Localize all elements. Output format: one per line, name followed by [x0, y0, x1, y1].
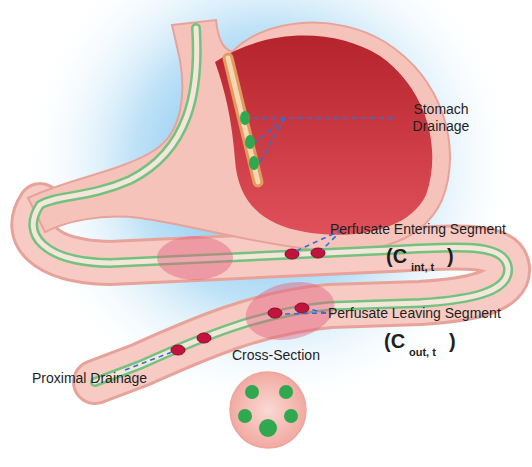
drainage-port [240, 111, 250, 125]
leader-line [282, 313, 326, 314]
drainage-tube-core [228, 58, 258, 182]
perfusate-port [268, 308, 282, 318]
catheter-core [33, 28, 508, 382]
lumen-circle [279, 385, 293, 399]
leader-line [251, 117, 393, 119]
segment-highlight [240, 274, 340, 347]
lumen-circle [238, 409, 252, 423]
leader-line [125, 352, 172, 370]
callout-label: Perfusate Leaving Segment [328, 305, 501, 322]
catheter [33, 28, 508, 382]
lumen-circle [284, 409, 298, 423]
callout-label: Stomach Drainage [393, 101, 489, 135]
drainage-tube [228, 58, 258, 182]
lumen-circle [259, 419, 277, 437]
proximal-port [171, 345, 185, 355]
drainage-port [245, 135, 255, 149]
formula-symbol: ) [449, 329, 456, 353]
stomach-lumen [215, 36, 432, 235]
callout-label: Cross-Section [232, 347, 320, 364]
perfusate-port [295, 303, 309, 313]
leader-line [260, 118, 285, 162]
formula-symbol: (C [386, 244, 407, 268]
stomach-wall [28, 20, 450, 252]
cross-section-circle [230, 372, 306, 448]
drainage-port [249, 156, 259, 170]
formula-subscript: int, t [411, 261, 434, 274]
lumen-circle [245, 385, 259, 399]
callout-label: Proximal Drainage [32, 370, 147, 387]
background-glow [20, 0, 520, 415]
leader-line [256, 118, 285, 142]
leader-lines [125, 118, 393, 370]
proximal-port [197, 333, 211, 343]
callout-label: Perfusate Entering Segment [330, 221, 506, 238]
segment-highlight [157, 236, 233, 280]
formula-symbol: (C [384, 329, 405, 353]
formula-symbol: ) [447, 244, 454, 268]
formula-subscript: out, t [409, 346, 436, 359]
